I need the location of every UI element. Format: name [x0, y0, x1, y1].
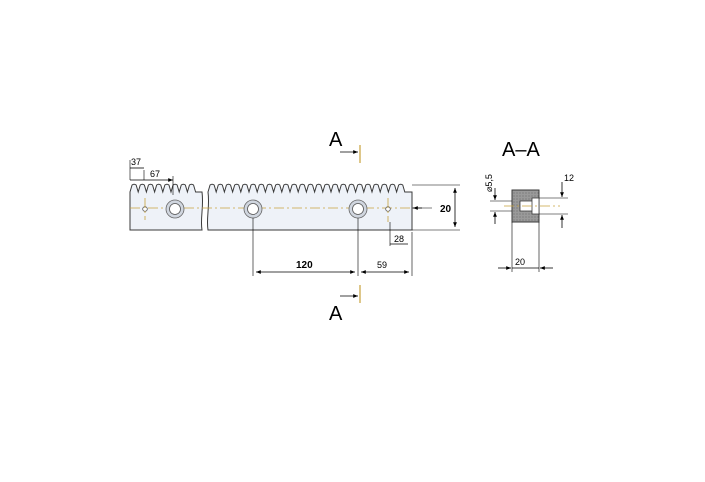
dimension-diameter: ⌀5,5: [484, 174, 494, 192]
svg-text:28: 28: [394, 234, 404, 244]
svg-text:59: 59: [377, 260, 387, 270]
hole-small-right: [385, 198, 391, 222]
svg-text:120: 120: [296, 260, 313, 271]
svg-text:20: 20: [440, 204, 452, 215]
dimension-20-width: 20: [515, 257, 525, 267]
section-view: A–A ⌀5,5 12 20: [484, 139, 574, 272]
rack-right-segment: [206, 183, 413, 231]
svg-text:67: 67: [150, 169, 160, 179]
dimension-120: 120: [252, 218, 359, 276]
dimension-37: 37: [129, 157, 145, 180]
dimension-28: 28: [389, 222, 408, 246]
hole-countersunk-2: [243, 199, 263, 219]
hole-countersunk-1: [165, 199, 185, 219]
section-label-top: A: [329, 129, 343, 151]
dimension-20-height: 20: [412, 184, 460, 231]
section-label-bottom: A: [329, 303, 343, 325]
hole-small-left: [142, 198, 148, 220]
dimension-12: 12: [564, 173, 574, 183]
section-cut-marker: A A: [329, 129, 361, 325]
hole-countersunk-3: [348, 199, 368, 219]
section-view-title: A–A: [502, 139, 540, 161]
dimension-59: 59: [361, 232, 413, 276]
dimension-67: 67: [130, 169, 174, 195]
svg-text:37: 37: [131, 157, 141, 167]
